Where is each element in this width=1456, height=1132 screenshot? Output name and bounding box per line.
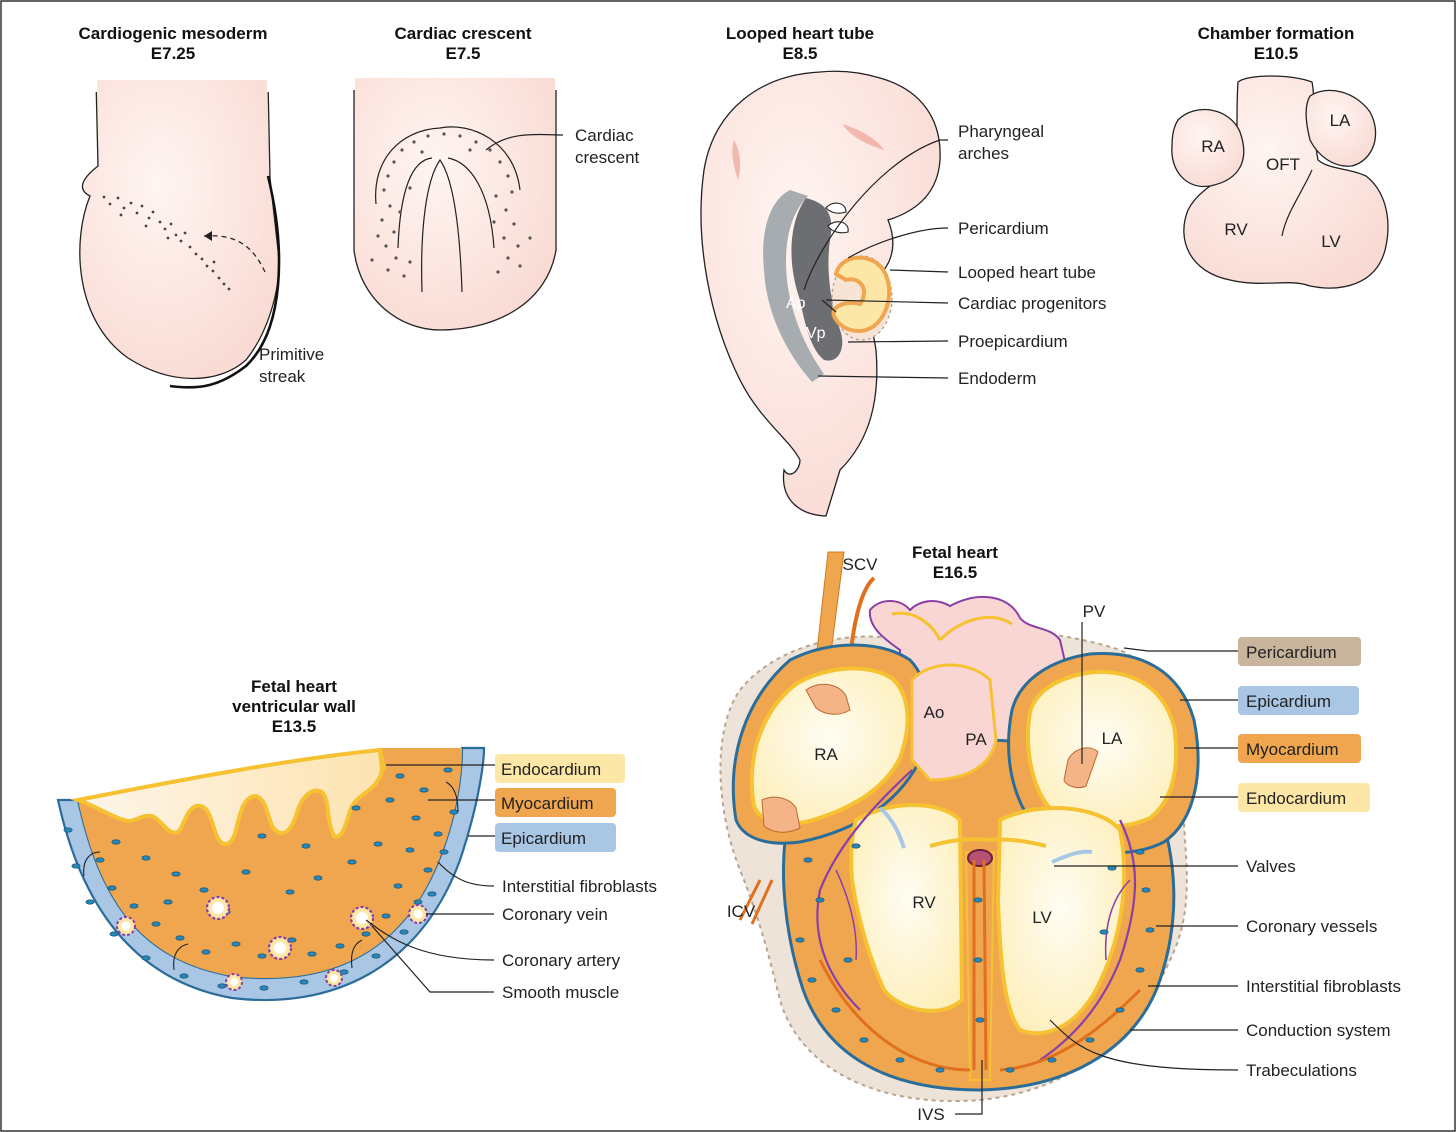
label-cardiac-crescent-2: crescent	[575, 148, 640, 167]
label-ao: Ao	[924, 703, 945, 722]
label-epicardium: Epicardium	[501, 829, 586, 848]
label-coronary-vein: Coronary vein	[502, 905, 608, 924]
label-looped-heart-tube: Looped heart tube	[958, 263, 1096, 282]
panel-cardiac-crescent: Cardiac crescent E7.5 Cardiac crescent	[354, 24, 640, 330]
panel-title: Fetal heart	[251, 677, 337, 696]
panel-title: Cardiac crescent	[394, 24, 531, 43]
label-interstitial-fibroblasts: Interstitial fibroblasts	[502, 877, 657, 896]
panel-ventricular-wall: Fetal heart ventricular wall E13.5	[58, 677, 657, 1002]
label-myocardium: Myocardium	[1246, 740, 1339, 759]
label-scv: SCV	[843, 555, 879, 574]
label-cardiac-crescent: Cardiac	[575, 126, 634, 145]
panel-title: Looped heart tube	[726, 24, 874, 43]
label-pa: PA	[965, 730, 987, 749]
label-myocardium: Myocardium	[501, 794, 594, 813]
panel-stage: E7.5	[446, 44, 481, 63]
panel-stage: E16.5	[933, 563, 977, 582]
panel-stage: E7.25	[151, 44, 195, 63]
label-endoderm: Endoderm	[958, 369, 1036, 388]
label-proepicardium: Proepicardium	[958, 332, 1068, 351]
panel-title: Chamber formation	[1198, 24, 1355, 43]
label-ra: RA	[814, 745, 838, 764]
label-valves: Valves	[1246, 857, 1296, 876]
label-pharyngeal-arches-2: arches	[958, 144, 1009, 163]
label-lv: LV	[1032, 908, 1052, 927]
panel-chamber-formation: Chamber formation E10.5 RA LA OFT RV LV	[1172, 24, 1388, 288]
label-ap: Ap	[786, 295, 806, 312]
label-pericardium: Pericardium	[958, 219, 1049, 238]
label-primitive-streak-2: streak	[259, 367, 306, 386]
label-coronary-vessels: Coronary vessels	[1246, 917, 1377, 936]
embryo-outline	[80, 80, 279, 379]
label-icv: ICV	[727, 902, 756, 921]
panel-title: Fetal heart	[912, 543, 998, 562]
label-conduction-system: Conduction system	[1246, 1021, 1391, 1040]
panel-stage: E13.5	[272, 717, 316, 736]
panel-fetal-heart: Fetal heart E16.5	[720, 543, 1400, 1124]
label-oft: OFT	[1266, 155, 1300, 174]
label-lv: LV	[1321, 232, 1341, 251]
label-ra: RA	[1201, 137, 1225, 156]
label-endocardium: Endocardium	[1246, 789, 1346, 808]
panel-stage: E10.5	[1254, 44, 1298, 63]
label-la: LA	[1102, 729, 1123, 748]
label-trabeculations: Trabeculations	[1246, 1061, 1357, 1080]
label-pv: PV	[1083, 602, 1106, 621]
label-epicardium: Epicardium	[1246, 692, 1331, 711]
label-interstitial-fibroblasts: Interstitial fibroblasts	[1246, 977, 1401, 996]
label-smooth-muscle: Smooth muscle	[502, 983, 619, 1002]
label-endocardium: Endocardium	[501, 760, 601, 779]
label-la: LA	[1330, 111, 1351, 130]
label-rv: RV	[1224, 220, 1248, 239]
panel-stage: E8.5	[783, 44, 818, 63]
label-coronary-artery: Coronary artery	[502, 951, 621, 970]
label-vp: Vp	[806, 325, 826, 342]
label-cardiac-progenitors: Cardiac progenitors	[958, 294, 1106, 313]
label-ivs: IVS	[917, 1105, 944, 1124]
panel-title: Cardiogenic mesoderm	[79, 24, 268, 43]
label-pericardium: Pericardium	[1246, 643, 1337, 662]
la-lumen	[1028, 672, 1176, 827]
panel-looped-heart-tube: Looped heart tube E8.5 Ap Vp Pharyngeal …	[701, 24, 1106, 516]
panel-title-2: ventricular wall	[232, 697, 356, 716]
label-rv: RV	[912, 893, 936, 912]
panel-cardiogenic-mesoderm: Cardiogenic mesoderm E7.25 Primitive str…	[79, 24, 325, 387]
label-pharyngeal-arches: Pharyngeal	[958, 122, 1044, 141]
label-primitive-streak: Primitive	[259, 345, 324, 364]
